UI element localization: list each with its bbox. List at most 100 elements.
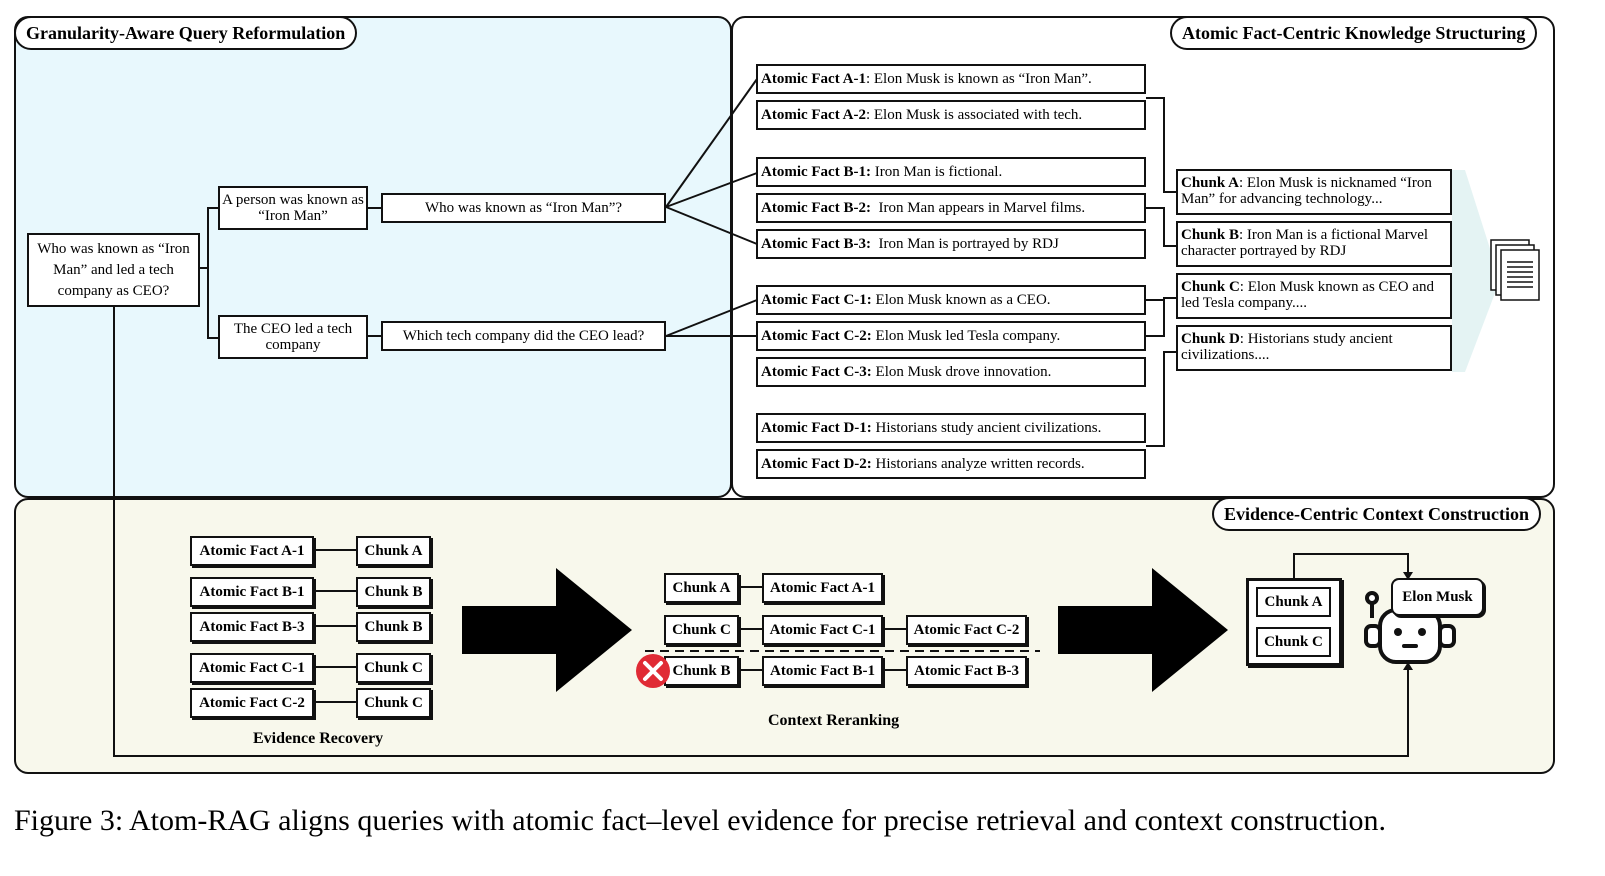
- atomic-fact-a1: Atomic Fact A-1: Elon Musk is known as “…: [756, 64, 1146, 94]
- er-fact-label: Atomic Fact C-1: [199, 660, 305, 676]
- question-iron-man-box: Who was known as “Iron Man”?: [381, 193, 666, 223]
- chunk-d: Chunk D: Historians study ancient civili…: [1176, 325, 1452, 371]
- er-chunk-c1: Chunk C: [356, 653, 431, 683]
- er-fact-c1: Atomic Fact C-1: [190, 653, 314, 683]
- fact-id: Atomic Fact D-1:: [761, 420, 872, 436]
- fact-text: : Elon Musk is known as “Iron Man”.: [865, 71, 1092, 87]
- panel-title-context: Evidence-Centric Context Construction: [1212, 497, 1541, 531]
- final-chunk-label: Chunk C: [1264, 634, 1323, 650]
- atomic-fact-c1: Atomic Fact C-1: Elon Musk known as a CE…: [756, 285, 1146, 315]
- subquery-person-text: A person was known as “Iron Man”: [222, 192, 364, 224]
- rr-fact-label: Atomic Fact C-2: [913, 622, 1020, 638]
- chunk-c: Chunk C: Elon Musk known as CEO and led …: [1176, 273, 1452, 319]
- rr-fact-b3: Atomic Fact B-3: [906, 656, 1027, 686]
- chunk-text: : Elon Musk is nicknamed “Iron Man” for …: [1181, 175, 1432, 207]
- er-fact-b3: Atomic Fact B-3: [190, 612, 314, 642]
- chunk-id: Chunk D: [1181, 331, 1240, 347]
- er-chunk-label: Chunk C: [364, 695, 423, 711]
- panel-title-knowledge: Atomic Fact-Centric Knowledge Structurin…: [1170, 16, 1538, 50]
- rr-chunk-label: Chunk B: [672, 663, 731, 679]
- atomic-fact-d2: Atomic Fact D-2: Historians analyze writ…: [756, 449, 1146, 479]
- panel-title-query: Granularity-Aware Query Reformulation: [14, 16, 358, 50]
- er-chunk-label: Chunk B: [364, 584, 423, 600]
- rr-fact-c1: Atomic Fact C-1: [762, 615, 883, 645]
- subquery-ceo-box: The CEO led a tech company: [218, 315, 368, 359]
- er-chunk-b3: Chunk B: [356, 612, 431, 642]
- fact-id: Atomic Fact A-1: [761, 71, 866, 87]
- final-chunk-a: Chunk A: [1256, 587, 1331, 617]
- final-chunk-c: Chunk C: [1256, 627, 1331, 657]
- er-chunk-label: Chunk A: [364, 543, 423, 559]
- answer-text: Elon Musk: [1402, 589, 1473, 605]
- chunk-b: Chunk B: Iron Man is a fictional Marvel …: [1176, 221, 1452, 267]
- chunk-id: Chunk C: [1181, 279, 1240, 295]
- atomic-fact-b1: Atomic Fact B-1: Iron Man is fictional.: [756, 157, 1146, 187]
- rr-fact-label: Atomic Fact A-1: [770, 580, 875, 596]
- figure-caption: Figure 3: Atom-RAG aligns queries with a…: [14, 804, 1387, 837]
- er-fact-label: Atomic Fact B-3: [199, 619, 305, 635]
- rr-fact-a1: Atomic Fact A-1: [762, 573, 883, 603]
- rr-chunk-label: Chunk A: [672, 580, 731, 596]
- er-chunk-a: Chunk A: [356, 536, 431, 566]
- original-query-box: Who was known as “Iron Man” and led a te…: [27, 233, 200, 307]
- subquery-ceo-text: The CEO led a tech company: [233, 321, 353, 353]
- fact-text: Iron Man is fictional.: [870, 164, 1003, 180]
- fact-id: Atomic Fact B-3:: [761, 236, 871, 252]
- rr-fact-label: Atomic Fact C-1: [769, 622, 876, 638]
- chunk-id: Chunk B: [1181, 227, 1239, 243]
- big-right-arrow-icon: [1058, 568, 1228, 692]
- fact-id: Atomic Fact B-2:: [761, 200, 871, 216]
- rr-fact-label: Atomic Fact B-3: [914, 663, 1019, 679]
- fact-id: Atomic Fact A-2: [761, 107, 866, 123]
- question-tech-company-text: Which tech company did the CEO lead?: [402, 328, 645, 344]
- fact-text: Elon Musk known as a CEO.: [871, 292, 1051, 308]
- chunk-text: : Historians study ancient civilizations…: [1181, 331, 1393, 363]
- fact-text: Historians analyze written records.: [871, 456, 1085, 472]
- fact-id: Atomic Fact C-3:: [761, 364, 872, 380]
- rr-chunk-c: Chunk C: [664, 615, 739, 645]
- atomic-fact-b2: Atomic Fact B-2: Iron Man appears in Mar…: [756, 193, 1146, 223]
- atomic-fact-d1: Atomic Fact D-1: Historians study ancien…: [756, 413, 1146, 443]
- er-fact-label: Atomic Fact A-1: [199, 543, 305, 559]
- question-iron-man-text: Who was known as “Iron Man”?: [424, 200, 623, 216]
- er-fact-label: Atomic Fact C-2: [199, 695, 305, 711]
- er-fact-label: Atomic Fact B-1: [199, 584, 305, 600]
- fact-id: Atomic Fact D-2:: [761, 456, 872, 472]
- final-chunk-label: Chunk A: [1264, 594, 1323, 610]
- atomic-fact-c3: Atomic Fact C-3: Elon Musk drove innovat…: [756, 357, 1146, 387]
- rr-fact-c2: Atomic Fact C-2: [906, 615, 1027, 645]
- fact-text: Historians study ancient civilizations.: [871, 420, 1102, 436]
- fact-id: Atomic Fact B-1:: [761, 164, 871, 180]
- chunk-text: : Elon Musk known as CEO and led Tesla c…: [1181, 279, 1434, 311]
- robot-icon: [1364, 591, 1456, 664]
- er-fact-a1: Atomic Fact A-1: [190, 536, 314, 566]
- chunk-text: : Iron Man is a fictional Marvel charact…: [1181, 227, 1429, 259]
- rr-chunk-a: Chunk A: [664, 573, 739, 603]
- rr-chunk-label: Chunk C: [672, 622, 731, 638]
- subquery-person-box: A person was known as “Iron Man”: [218, 186, 368, 230]
- chunk-id: Chunk A: [1181, 175, 1239, 191]
- question-tech-company-box: Which tech company did the CEO lead?: [381, 321, 666, 351]
- fact-text: : Elon Musk is associated with tech.: [865, 107, 1083, 123]
- big-right-arrow-icon: [462, 568, 632, 692]
- fact-id: Atomic Fact C-1:: [761, 292, 872, 308]
- rr-fact-label: Atomic Fact B-1: [770, 663, 875, 679]
- evidence-recovery-label: Evidence Recovery: [253, 730, 384, 747]
- atomic-fact-b3: Atomic Fact B-3: Iron Man is portrayed b…: [756, 229, 1146, 259]
- rr-fact-b1: Atomic Fact B-1: [762, 656, 883, 686]
- atomic-fact-a2: Atomic Fact A-2: Elon Musk is associated…: [756, 100, 1146, 130]
- reject-x-icon: [636, 654, 670, 688]
- fact-text: Elon Musk led Tesla company.: [871, 328, 1061, 344]
- rr-chunk-b: Chunk B: [664, 656, 739, 686]
- er-chunk-b1: Chunk B: [356, 577, 431, 607]
- original-query-text: Who was known as “Iron Man” and led a te…: [37, 240, 190, 299]
- chunk-a: Chunk A: Elon Musk is nicknamed “Iron Ma…: [1176, 169, 1452, 215]
- fact-text: Elon Musk drove innovation.: [871, 364, 1052, 380]
- er-chunk-c2: Chunk C: [356, 688, 431, 718]
- er-fact-b1: Atomic Fact B-1: [190, 577, 314, 607]
- fact-text: Iron Man is portrayed by RDJ: [870, 236, 1059, 252]
- er-chunk-label: Chunk C: [364, 660, 423, 676]
- atomic-fact-c2: Atomic Fact C-2: Elon Musk led Tesla com…: [756, 321, 1146, 351]
